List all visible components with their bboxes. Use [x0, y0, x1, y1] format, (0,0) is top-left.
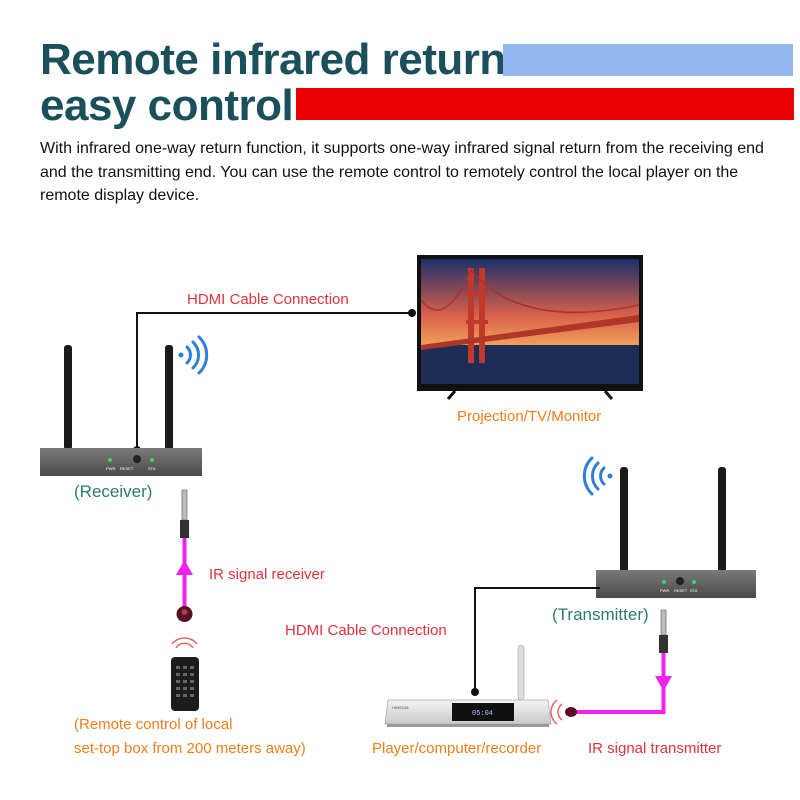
hdmi-cable-top	[133, 309, 416, 454]
transmitter-led-sta: STA	[690, 588, 698, 593]
remote-label-line1: (Remote control of local	[74, 716, 233, 733]
ir-receiver-cable	[176, 489, 193, 622]
ir-transmitter-label: IR signal transmitter	[588, 740, 722, 757]
tv-monitor	[417, 255, 643, 400]
transmitter-label: (Transmitter)	[552, 605, 649, 624]
title-accent-bar-red	[296, 88, 794, 120]
ir-transmitter-cable	[550, 609, 672, 725]
ir-receiver-label: IR signal receiver	[209, 566, 325, 583]
title-accent-bar-blue	[503, 44, 793, 76]
wifi-signal-icon	[178, 335, 209, 375]
player-device	[384, 644, 552, 727]
remote-control-icon	[171, 637, 199, 711]
hdmi-bottom-label: HDMI Cable Connection	[285, 622, 447, 639]
transmitter-led-reset: RESET	[674, 588, 688, 593]
receiver-led-sta: STA	[148, 466, 156, 471]
transmitter-device	[596, 467, 756, 598]
page-subtitle: easy control	[40, 81, 294, 130]
transmitter-led-pwr: PWR	[660, 588, 669, 593]
receiver-led-reset: RESET	[120, 466, 134, 471]
receiver-label: (Receiver)	[74, 482, 153, 501]
receiver-device	[40, 345, 202, 476]
hdmi-top-label: HDMI Cable Connection	[187, 291, 349, 308]
remote-label-line2: set-top box from 200 meters away)	[74, 740, 306, 757]
page-title: Remote infrared return	[40, 35, 506, 84]
receiver-led-pwr: PWR	[106, 466, 115, 471]
player-display-time: 05:04	[472, 710, 493, 718]
description: With infrared one-way return function, i…	[40, 140, 764, 204]
hdmi-cable-bottom	[471, 587, 600, 696]
tv-label: Projection/TV/Monitor	[457, 408, 602, 425]
wifi-signal-icon	[582, 456, 613, 496]
player-label: Player/computer/recorder	[372, 740, 542, 757]
player-brand: HIMEDIA	[392, 705, 409, 710]
